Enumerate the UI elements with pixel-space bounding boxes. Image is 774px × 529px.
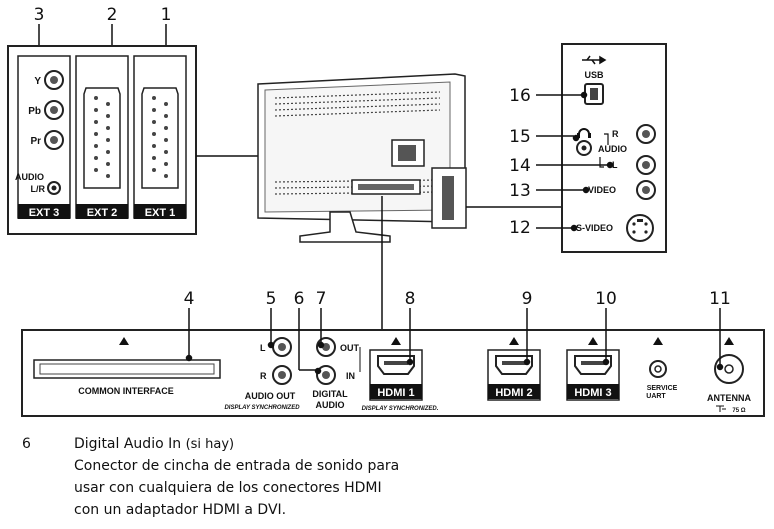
callout-3: 3: [34, 5, 45, 25]
usb-label: USB: [584, 70, 604, 80]
callout-8: 8: [405, 289, 416, 309]
uart-label: UART: [646, 393, 666, 400]
digital-in-label: IN: [346, 371, 355, 381]
video-label: VIDEO: [588, 185, 616, 195]
callout-5: 5: [266, 289, 277, 309]
digital-out-label: OUT: [340, 343, 360, 353]
display-sync-label: DISPLAY SYNCHRONIZED: [224, 405, 300, 411]
description-number: 6: [22, 436, 31, 452]
y-label: Y: [34, 76, 41, 87]
side-panel: USB R AUDIO L VIDEO S-VIDEO: [561, 43, 667, 253]
service-label: SERVICE: [647, 385, 678, 392]
ext2-label: EXT 2: [87, 207, 118, 219]
out-r-label: R: [260, 371, 267, 381]
pr-label: Pr: [30, 136, 41, 147]
callout-7: 7: [316, 289, 327, 309]
hdmi3-label: HDMI 3: [574, 387, 611, 399]
ext3-label: EXT 3: [29, 207, 60, 219]
callout-1: 1: [161, 5, 172, 25]
ohm-label: 75 Ω: [732, 408, 745, 414]
svideo-label: S-VIDEO: [576, 223, 613, 233]
callout-10: 10: [595, 289, 617, 309]
pb-label: Pb: [28, 106, 41, 117]
digital-audio-label: AUDIO: [316, 400, 345, 410]
bottom-panel: COMMON INTERFACE L R AUDIO OUT DISPLAY S…: [21, 329, 765, 417]
callout-9: 9: [522, 289, 533, 309]
callout-16: 16: [509, 86, 531, 106]
antenna-label: ANTENNA: [707, 393, 751, 403]
description-title-text: Digital Audio In: [74, 436, 182, 452]
callout-13: 13: [509, 181, 531, 201]
r-label: R: [612, 129, 619, 139]
usb-icon: [582, 55, 607, 65]
tv-rear-illustration: [196, 73, 562, 330]
out-l-label: L: [260, 343, 266, 353]
callout-12: 12: [509, 218, 531, 238]
side-audio-label: AUDIO: [598, 144, 627, 154]
description-line: usar con cualquiera de los conectores HD…: [74, 480, 382, 496]
callout-11: 11: [709, 289, 731, 309]
audio-label: AUDIO: [15, 172, 44, 182]
callout-4: 4: [184, 289, 195, 309]
ext1-label: EXT 1: [145, 207, 176, 219]
callout-15: 15: [509, 127, 531, 147]
common-interface-label: COMMON INTERFACE: [78, 386, 174, 396]
description-title-note: (si hay): [185, 437, 235, 452]
l-label: L: [612, 160, 618, 170]
scart-panel: EXT 3 EXT 2 EXT 1 Y Pb Pr AUDI: [7, 45, 197, 235]
hdmi2-label: HDMI 2: [495, 387, 532, 399]
headphone-icon: [578, 128, 590, 135]
description-line: con un adaptador HDMI a DVI.: [74, 502, 287, 518]
callout-6: 6: [294, 289, 305, 309]
callout-2: 2: [107, 5, 118, 25]
description-title: Digital Audio In (si hay): [74, 436, 234, 452]
hdmi1-label: HDMI 1: [377, 387, 414, 399]
audio-out-label: AUDIO OUT: [245, 391, 296, 401]
callout-14: 14: [509, 156, 531, 176]
digital-label: DIGITAL: [312, 389, 348, 399]
description-line: Conector de cincha de entrada de sonido …: [74, 458, 400, 474]
lr-label: L/R: [31, 184, 46, 194]
display-sync2-label: DISPLAY SYNCHRONIZED.: [362, 406, 439, 412]
